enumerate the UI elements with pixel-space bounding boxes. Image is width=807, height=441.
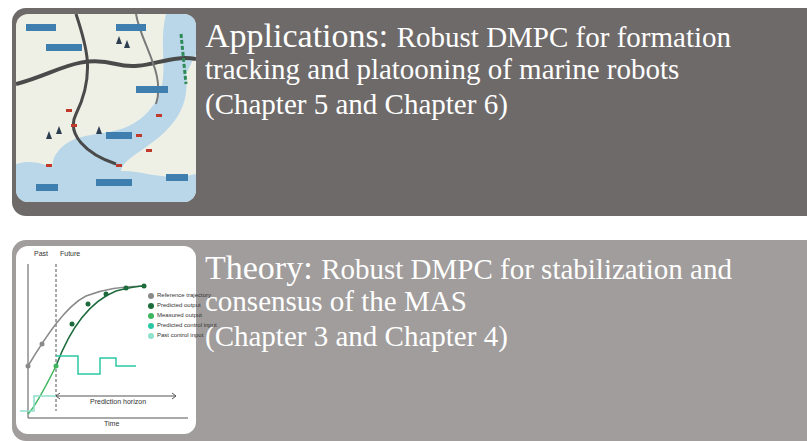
chapter-reference: (Chapter 3 and Chapter 4) bbox=[205, 320, 785, 353]
legend-swatch bbox=[148, 303, 154, 309]
panel-text: Applications:Robust DMPC for formation t… bbox=[205, 18, 785, 121]
panel-heading-line: Theory:Robust DMPC for stabilization and… bbox=[205, 250, 785, 316]
panel-heading: Theory: bbox=[205, 249, 313, 286]
chapter-reference: (Chapter 5 and Chapter 6) bbox=[205, 88, 785, 121]
axis-label: Future bbox=[60, 250, 80, 257]
axis-label: Time bbox=[104, 420, 119, 427]
panel-text: Theory:Robust DMPC for stabilization and… bbox=[205, 250, 785, 353]
legend-swatch bbox=[148, 323, 154, 329]
legend-text: Measured output bbox=[157, 312, 202, 318]
legend-swatch bbox=[148, 313, 154, 319]
legend-swatch bbox=[148, 293, 154, 299]
axis-label: Past bbox=[34, 250, 48, 257]
axis-label: Prediction horizon bbox=[90, 398, 146, 405]
legend-text: Reference trajectory bbox=[157, 292, 211, 298]
legend-text: Predicted output bbox=[157, 302, 201, 308]
mpc-chart-illustration bbox=[16, 246, 196, 434]
map-illustration bbox=[16, 14, 196, 202]
panel-box: Applications:Robust DMPC for formation t… bbox=[12, 8, 807, 216]
panel-box: Theory:Robust DMPC for stabilization and… bbox=[12, 240, 807, 441]
panel-heading: Applications: bbox=[205, 17, 388, 54]
legend-text: Predicted control input bbox=[157, 322, 217, 328]
legend-text: Past control input bbox=[157, 332, 203, 338]
panel-heading-line: Applications:Robust DMPC for formation t… bbox=[205, 18, 785, 84]
legend-swatch bbox=[148, 333, 154, 339]
